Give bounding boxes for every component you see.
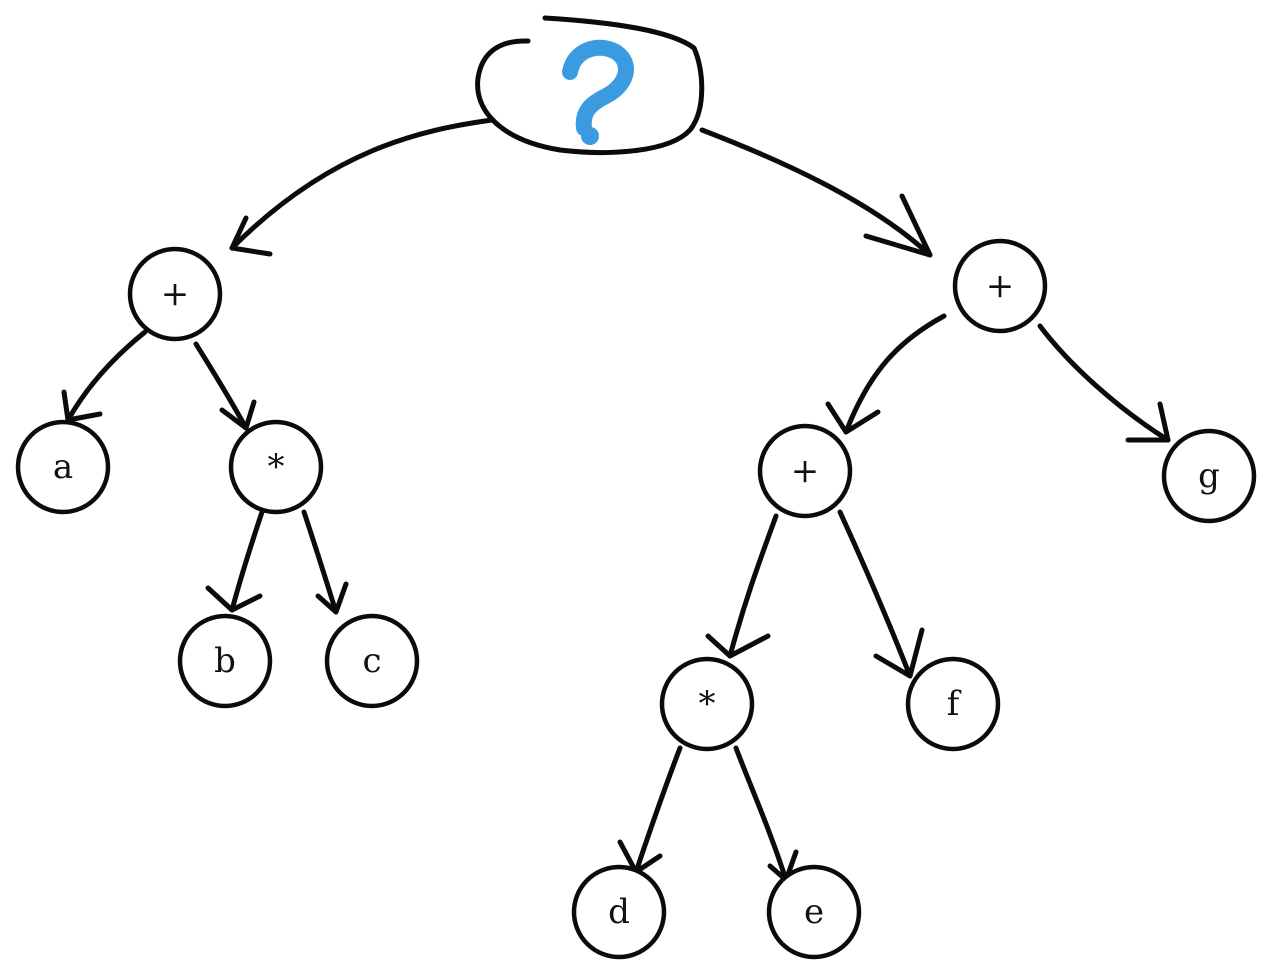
- edge-times-left-to-b: [229, 509, 265, 613]
- edge-times-left-to-c: [301, 509, 339, 615]
- question-mark-icon: [562, 39, 634, 136]
- node-f: f: [905, 656, 1001, 752]
- edge-plus-left-to-a: [65, 329, 148, 423]
- node-g: g: [1161, 428, 1257, 524]
- question-mark-dot: [581, 127, 599, 145]
- root-node-outline: [475, 15, 705, 155]
- node-label: *: [268, 447, 285, 487]
- arrowhead-plus-right-to-g: [1125, 401, 1171, 443]
- node-e: e: [766, 864, 862, 960]
- node-plus-left: +: [127, 246, 223, 342]
- node-label: e: [804, 892, 824, 932]
- node-a: a: [15, 419, 111, 515]
- edges: [61, 117, 1171, 883]
- edge-times-right-to-d: [633, 745, 683, 875]
- edge-root-to-plus-left: [229, 117, 495, 251]
- node-c: c: [324, 613, 420, 709]
- node-label: +: [161, 274, 190, 314]
- edge-plus-right-to-plus-mid: [843, 313, 947, 435]
- node-times-left: *: [228, 419, 324, 515]
- node-times-right: *: [659, 656, 755, 752]
- arrowhead-plus-mid-to-f: [873, 627, 925, 679]
- node-d: d: [571, 864, 667, 960]
- node-label: d: [608, 892, 630, 932]
- node-label: f: [947, 684, 962, 724]
- edge-times-right-to-e: [733, 745, 789, 883]
- arrowhead-times-left-to-b: [205, 585, 263, 613]
- edge-plus-mid-to-times-right: [727, 513, 779, 659]
- edge-plus-left-to-times-left: [193, 341, 249, 431]
- node-label: *: [699, 684, 716, 724]
- arrowhead-times-left-to-c: [315, 581, 349, 615]
- node-label: +: [791, 451, 820, 491]
- arrowhead-plus-left-to-a: [61, 389, 103, 423]
- node-b: b: [177, 613, 273, 709]
- node-label: b: [214, 641, 236, 681]
- node-label: c: [362, 641, 381, 681]
- arrowhead-root-to-plus-right: [863, 193, 933, 258]
- arrowhead-plus-mid-to-times-right: [705, 633, 771, 659]
- arrowhead-root-to-plus-left: [229, 215, 273, 257]
- node-label: g: [1198, 456, 1220, 496]
- node-plus-mid: +: [757, 423, 853, 519]
- node-plus-right: +: [952, 238, 1048, 334]
- arrowhead-plus-left-to-times-left: [219, 399, 257, 431]
- node-label: a: [53, 447, 73, 487]
- root-node: ?: [475, 15, 705, 155]
- edge-root-to-plus-right: [699, 127, 933, 258]
- arrowhead-plus-right-to-plus-mid: [825, 401, 881, 435]
- edge-plus-right-to-g: [1037, 323, 1171, 443]
- edge-plus-mid-to-f: [837, 509, 913, 679]
- node-label: +: [986, 266, 1015, 306]
